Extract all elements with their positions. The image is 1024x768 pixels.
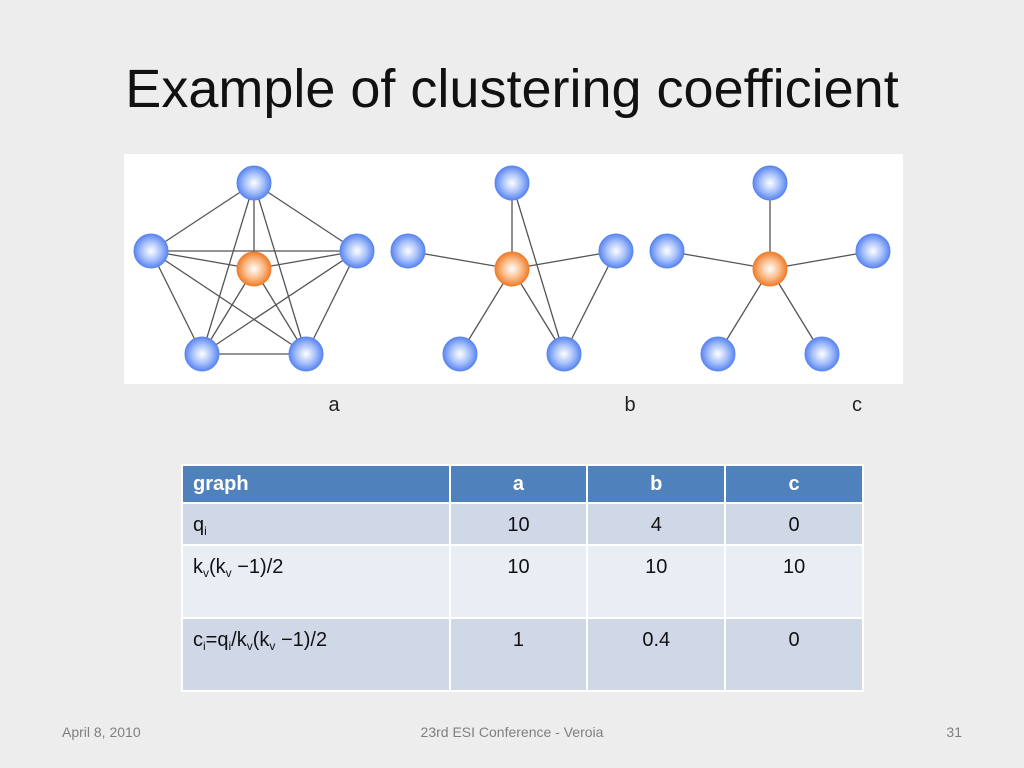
label-subscript: i — [203, 639, 206, 653]
node — [855, 233, 891, 269]
header-graph: graph — [181, 464, 451, 504]
cell-kv-b: 10 — [586, 544, 727, 619]
node — [494, 165, 530, 201]
row-label-kv: kv(kv −1)/2 — [181, 544, 451, 619]
cell-kv-c: 10 — [724, 544, 864, 619]
node — [288, 336, 324, 372]
label-subscript: i — [228, 639, 232, 653]
node — [184, 336, 220, 372]
table-row-ci: ci=qi/kv(kv −1)/2 1 0.4 0 — [181, 617, 864, 692]
table-header-row: graph a b c — [181, 464, 864, 504]
node — [649, 233, 685, 269]
node — [700, 336, 736, 372]
graph-label-b: b — [624, 394, 636, 416]
label-text: −1)/2 — [231, 556, 284, 578]
row-label-qi: qi — [181, 502, 451, 546]
node — [752, 165, 788, 201]
table-row-qi: qi 10 4 0 — [181, 502, 864, 546]
label-subscript: v — [246, 639, 253, 653]
cell-qi-b: 4 — [586, 502, 727, 546]
slide-title: Example of clustering coefficient — [125, 59, 899, 119]
footer-event: 23rd ESI Conference - Veroia — [420, 724, 604, 740]
label-text: k — [193, 556, 203, 578]
center-node — [752, 251, 788, 287]
label-text: c — [193, 629, 203, 651]
footer-page-number: 31 — [946, 724, 962, 740]
graph-label-a: a — [328, 394, 340, 416]
clustering-table: graph a b c qi 10 4 0 kv(kv −1)/2 10 10 … — [181, 464, 864, 692]
graph-b-nodes — [390, 165, 634, 372]
row-label-ci: ci=qi/kv(kv −1)/2 — [181, 617, 451, 692]
node — [546, 336, 582, 372]
graph-a-nodes — [133, 165, 375, 372]
cell-qi-c: 0 — [724, 502, 864, 546]
node — [442, 336, 478, 372]
footer-date: April 8, 2010 — [62, 724, 141, 740]
header-b: b — [586, 464, 727, 504]
label-text: −1)/2 — [275, 629, 328, 651]
label-subscript: v — [225, 566, 232, 580]
node — [390, 233, 426, 269]
graph-c-nodes — [649, 165, 891, 372]
center-node — [494, 251, 530, 287]
cell-qi-a: 10 — [448, 502, 589, 546]
node — [133, 233, 169, 269]
cell-ci-c: 0 — [724, 617, 864, 692]
node — [804, 336, 840, 372]
table-row-kv: kv(kv −1)/2 10 10 10 — [181, 544, 864, 619]
node — [598, 233, 634, 269]
node — [236, 165, 272, 201]
label-text: (k — [252, 629, 270, 651]
label-subscript: v — [203, 566, 209, 580]
graph-label-c: c — [852, 394, 862, 416]
label-subscript: i — [204, 524, 207, 538]
graph-diagrams — [124, 154, 903, 384]
label-text: /k — [231, 629, 247, 651]
label-text: (k — [209, 556, 226, 578]
node — [339, 233, 375, 269]
header-a: a — [448, 464, 589, 504]
header-c: c — [724, 464, 864, 504]
center-node — [236, 251, 272, 287]
label-subscript: v — [269, 639, 276, 653]
cell-ci-b: 0.4 — [586, 617, 727, 692]
cell-ci-a: 1 — [448, 617, 589, 692]
label-text: =q — [205, 629, 229, 651]
cell-kv-a: 10 — [448, 544, 589, 619]
label-text: q — [193, 514, 205, 536]
